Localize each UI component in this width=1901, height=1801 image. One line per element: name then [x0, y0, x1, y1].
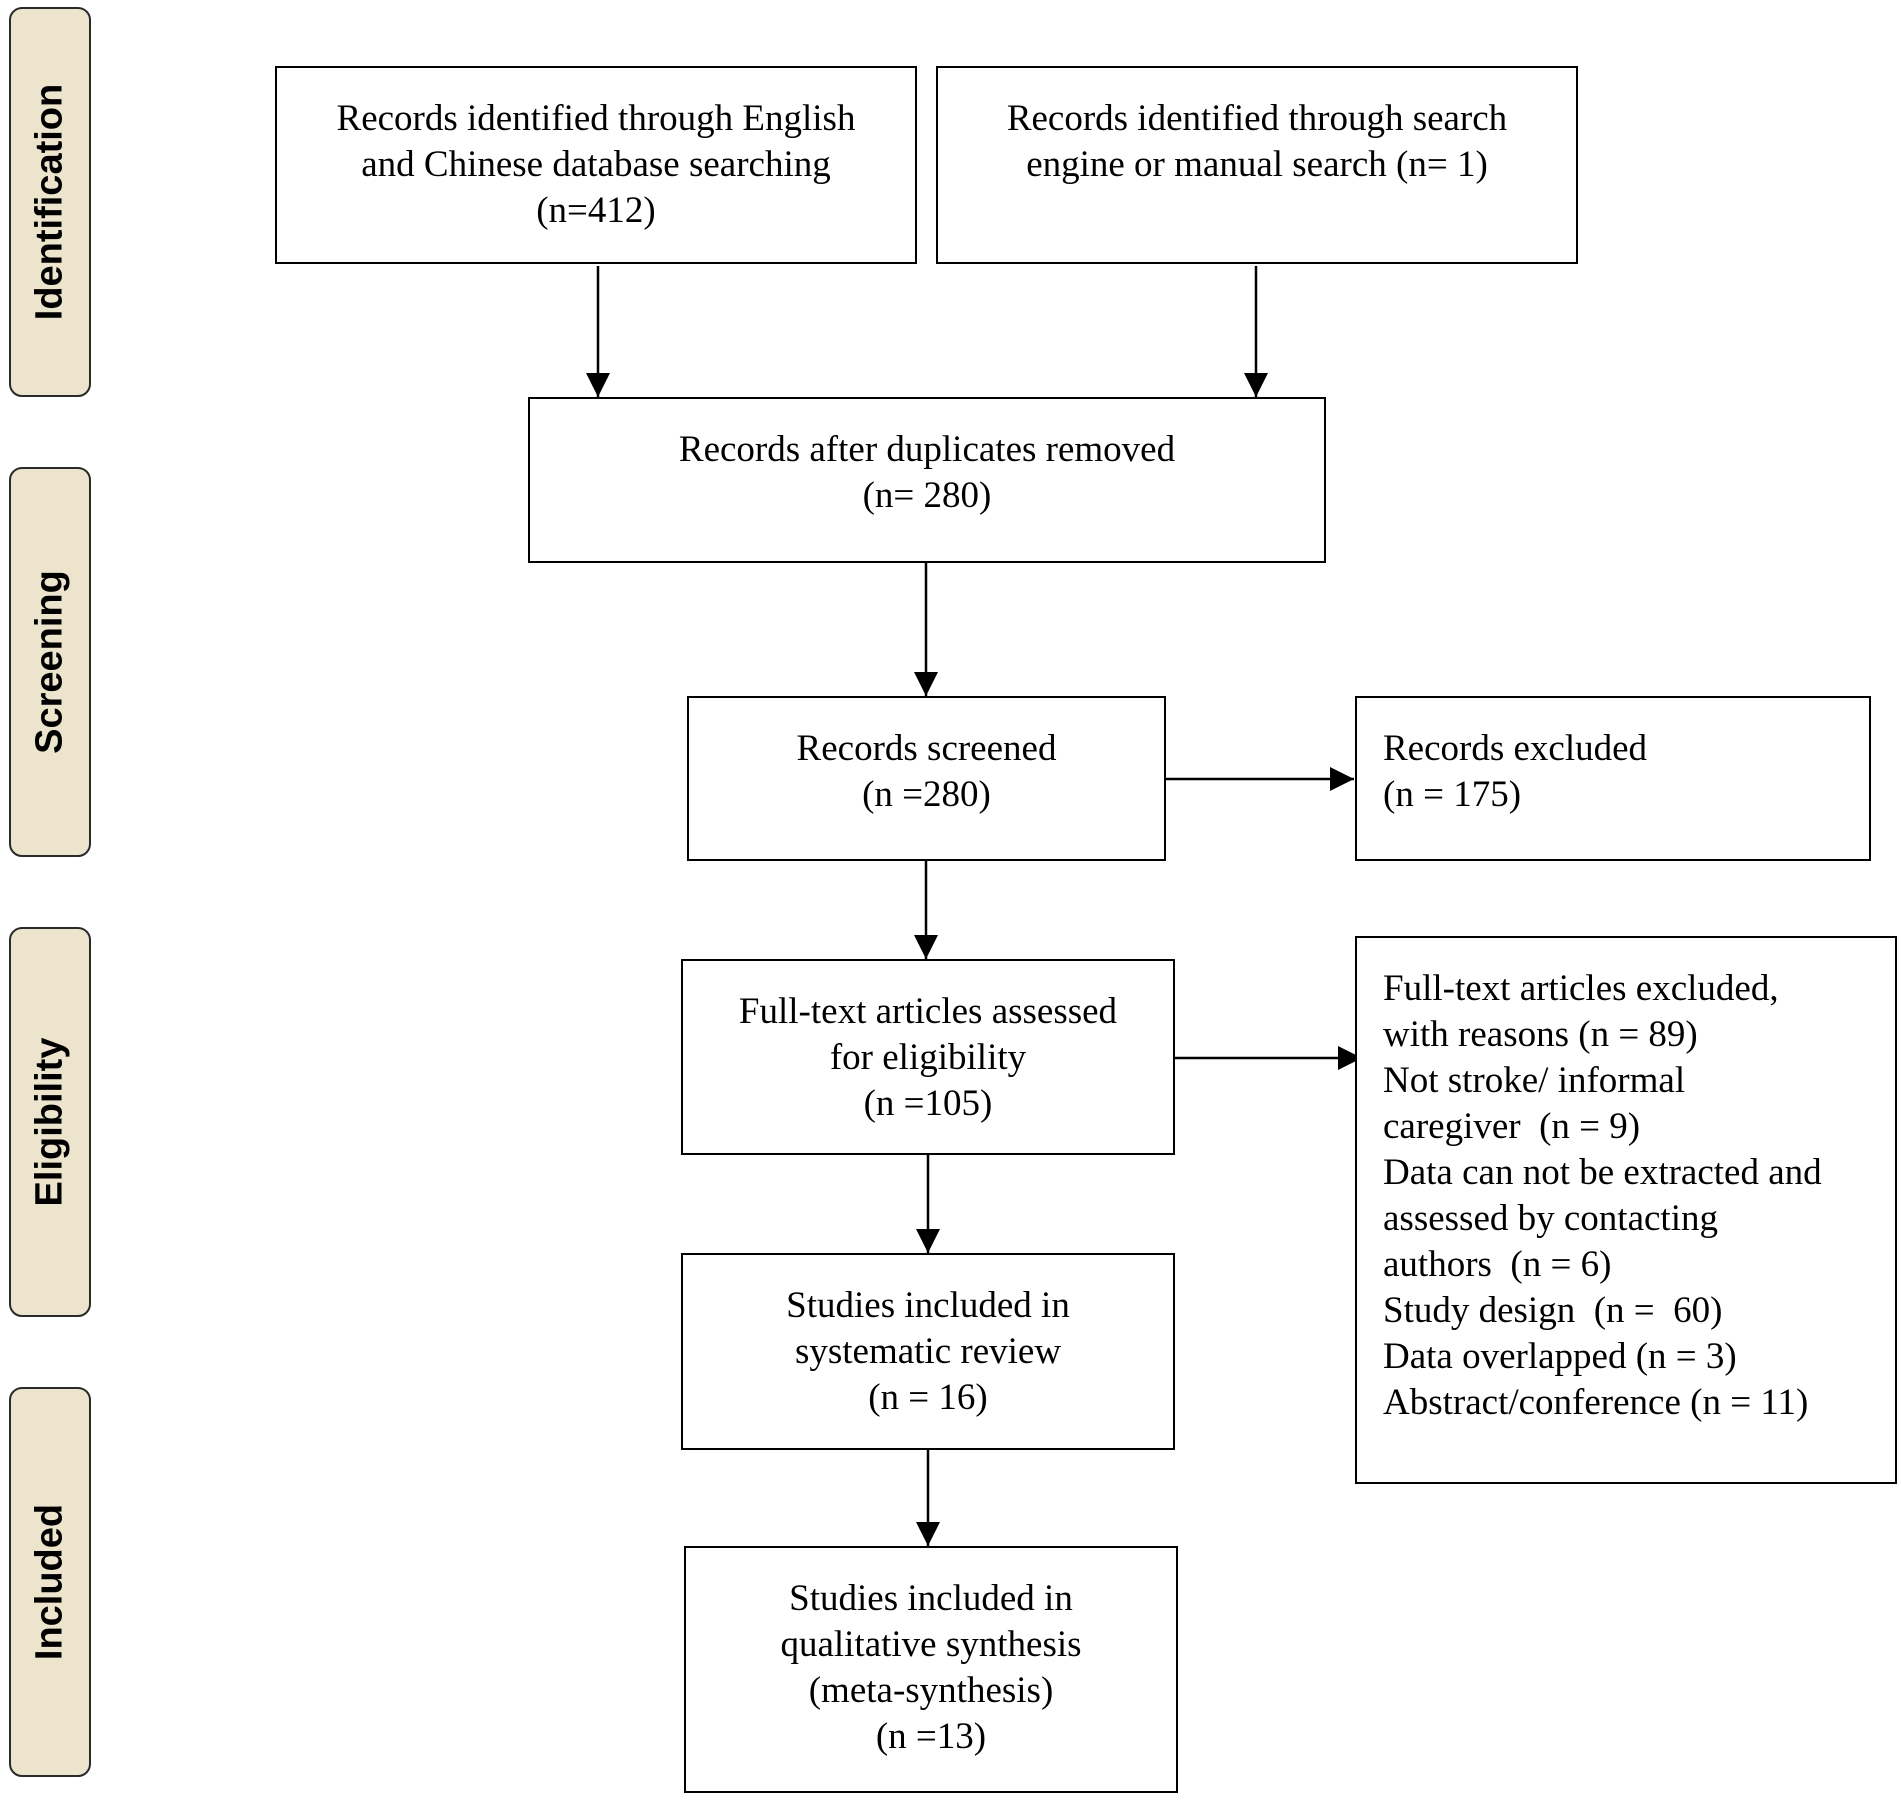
box-text-line: Records after duplicates removed	[678, 429, 1176, 470]
box-text-line: Records identified through search	[1006, 98, 1508, 139]
phase-screening: Screening	[9, 467, 91, 857]
box-text-line: (meta-synthesis)	[808, 1670, 1054, 1711]
box-fulltext-assessed: Full-text articles assessed for eligibil…	[681, 959, 1175, 1155]
box-text-line: Data overlapped (n = 3)	[1383, 1336, 1737, 1377]
box-text-line: Full-text articles excluded,	[1383, 968, 1779, 1009]
phase-eligibility: Eligibility	[9, 927, 91, 1317]
box-text-line: (n=412)	[536, 190, 656, 231]
box-text-line: and Chinese database searching	[361, 144, 831, 185]
box-text-line: Study design (n = 60)	[1383, 1290, 1723, 1331]
box-database-search: Records identified through English and C…	[275, 66, 917, 264]
box-text-line: Studies included in	[786, 1285, 1070, 1326]
box-text-line: for eligibility	[829, 1037, 1027, 1078]
box-text-line: Studies included in	[789, 1578, 1073, 1619]
box-fulltext-excluded: Full-text articles excluded, with reason…	[1355, 936, 1897, 1484]
box-text-line: engine or manual search (n= 1)	[1026, 144, 1488, 185]
box-text-line: Abstract/conference (n = 11)	[1383, 1382, 1809, 1423]
box-text-line: caregiver (n = 9)	[1383, 1106, 1641, 1147]
box-text-line: (n= 280)	[862, 475, 992, 516]
box-text-line: (n =280)	[862, 774, 991, 815]
box-other-search: Records identified through search engine…	[936, 66, 1578, 264]
phase-identification: Identification	[9, 7, 91, 397]
box-records-excluded: Records excluded (n = 175)	[1355, 696, 1871, 861]
box-systematic-review: Studies included in systematic review (n…	[681, 1253, 1175, 1450]
box-text-line: (n = 16)	[868, 1377, 988, 1418]
box-text-line: systematic review	[794, 1331, 1062, 1372]
box-records-screened: Records screened (n =280)	[687, 696, 1166, 861]
box-text-line: Records screened	[796, 728, 1057, 769]
box-text-line: Records excluded	[1383, 728, 1648, 769]
box-text-line: assessed by contacting	[1383, 1198, 1718, 1239]
box-text-line: with reasons (n = 89)	[1383, 1014, 1698, 1055]
phase-included: Included	[9, 1387, 91, 1777]
box-text-line: qualitative synthesis	[780, 1624, 1082, 1665]
box-text-line: Records identified through English	[336, 98, 856, 139]
box-text-line: (n = 175)	[1383, 774, 1522, 815]
box-text-line: (n =13)	[875, 1716, 987, 1757]
box-text-line: Full-text articles assessed	[738, 991, 1118, 1032]
box-text-line: authors (n = 6)	[1383, 1244, 1612, 1285]
box-meta-synthesis: Studies included in qualitative synthesi…	[684, 1546, 1178, 1793]
box-duplicates-removed: Records after duplicates removed (n= 280…	[528, 397, 1326, 563]
box-text-line: (n =105)	[863, 1083, 993, 1124]
box-text-line: Data can not be extracted and	[1383, 1152, 1822, 1193]
box-text-line: Not stroke/ informal	[1383, 1060, 1686, 1101]
